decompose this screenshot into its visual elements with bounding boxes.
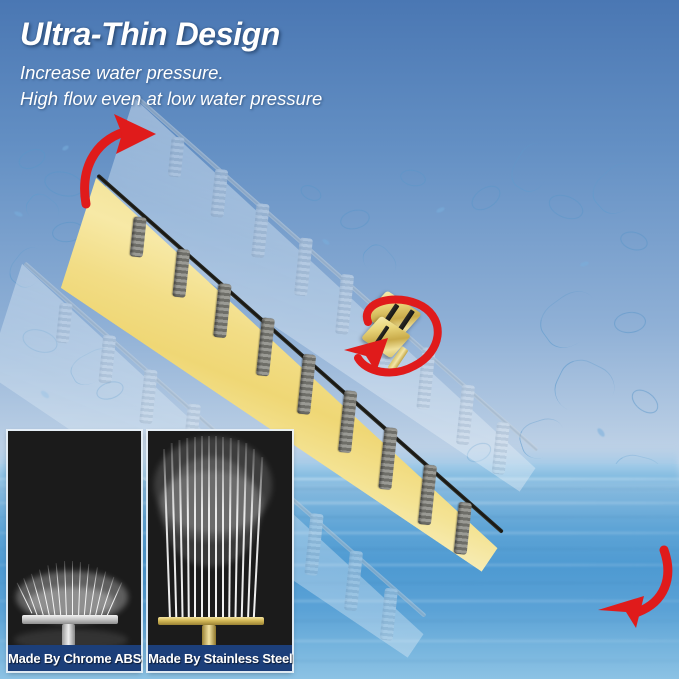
arrow-tilt-up-icon	[72, 108, 182, 210]
subtitle-line-1: Increase water pressure.	[20, 62, 224, 83]
arrow-rotate-icon	[330, 288, 456, 400]
spray-photo-chrome-abs	[8, 431, 142, 645]
arrow-tilt-down-icon	[578, 544, 678, 636]
comparison-panels: Made By Chrome ABS	[8, 431, 293, 671]
page-title: Ultra-Thin Design	[20, 16, 280, 52]
spray-photo-stainless-steel	[148, 431, 293, 645]
comparison-panel-chrome-abs: Made By Chrome ABS	[8, 431, 141, 671]
subtitle-line-2: High flow even at low water pressure	[20, 88, 323, 109]
caption-stainless-steel: Made By Stainless Steel	[148, 645, 293, 671]
caption-chrome-abs: Made By Chrome ABS	[8, 645, 141, 671]
comparison-panel-stainless-steel: Made By Stainless Steel	[148, 431, 293, 671]
